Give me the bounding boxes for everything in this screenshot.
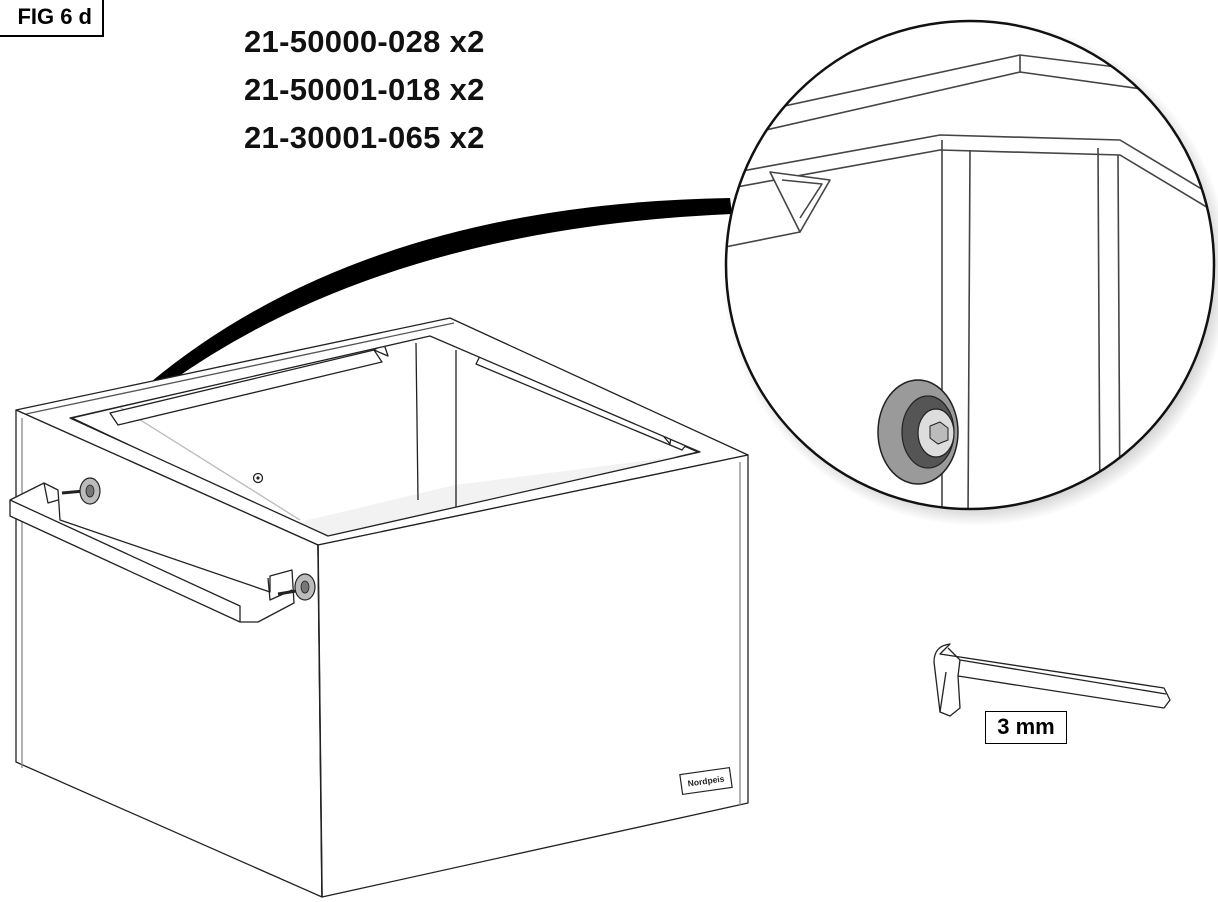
- box-handle: [9, 482, 303, 623]
- callout-leader: [78, 198, 732, 456]
- zoom-washer-screw: [877, 379, 959, 485]
- box-rim-flange-left: [109, 349, 383, 426]
- part-number-1: 21-50000-028 x2: [244, 24, 485, 59]
- part-list: 21-50000-028 x2 21-50001-018 x2 21-30001…: [244, 18, 485, 162]
- brand-plate: Nordpeis: [679, 766, 733, 796]
- hex-key-icon: [933, 643, 1171, 717]
- part-number-2: 21-50001-018 x2: [244, 72, 485, 107]
- box-inner-corner-left: [415, 342, 419, 501]
- figure-label: FIG 6 d: [0, 0, 104, 37]
- storage-box: [15, 317, 749, 898]
- box-washer-right: [294, 573, 316, 601]
- zoom-ring: [724, 19, 1216, 511]
- tool-size-label: 3 mm: [985, 711, 1067, 744]
- part-number-3: 21-30001-065 x2: [244, 120, 485, 155]
- box-washer-left: [79, 477, 101, 505]
